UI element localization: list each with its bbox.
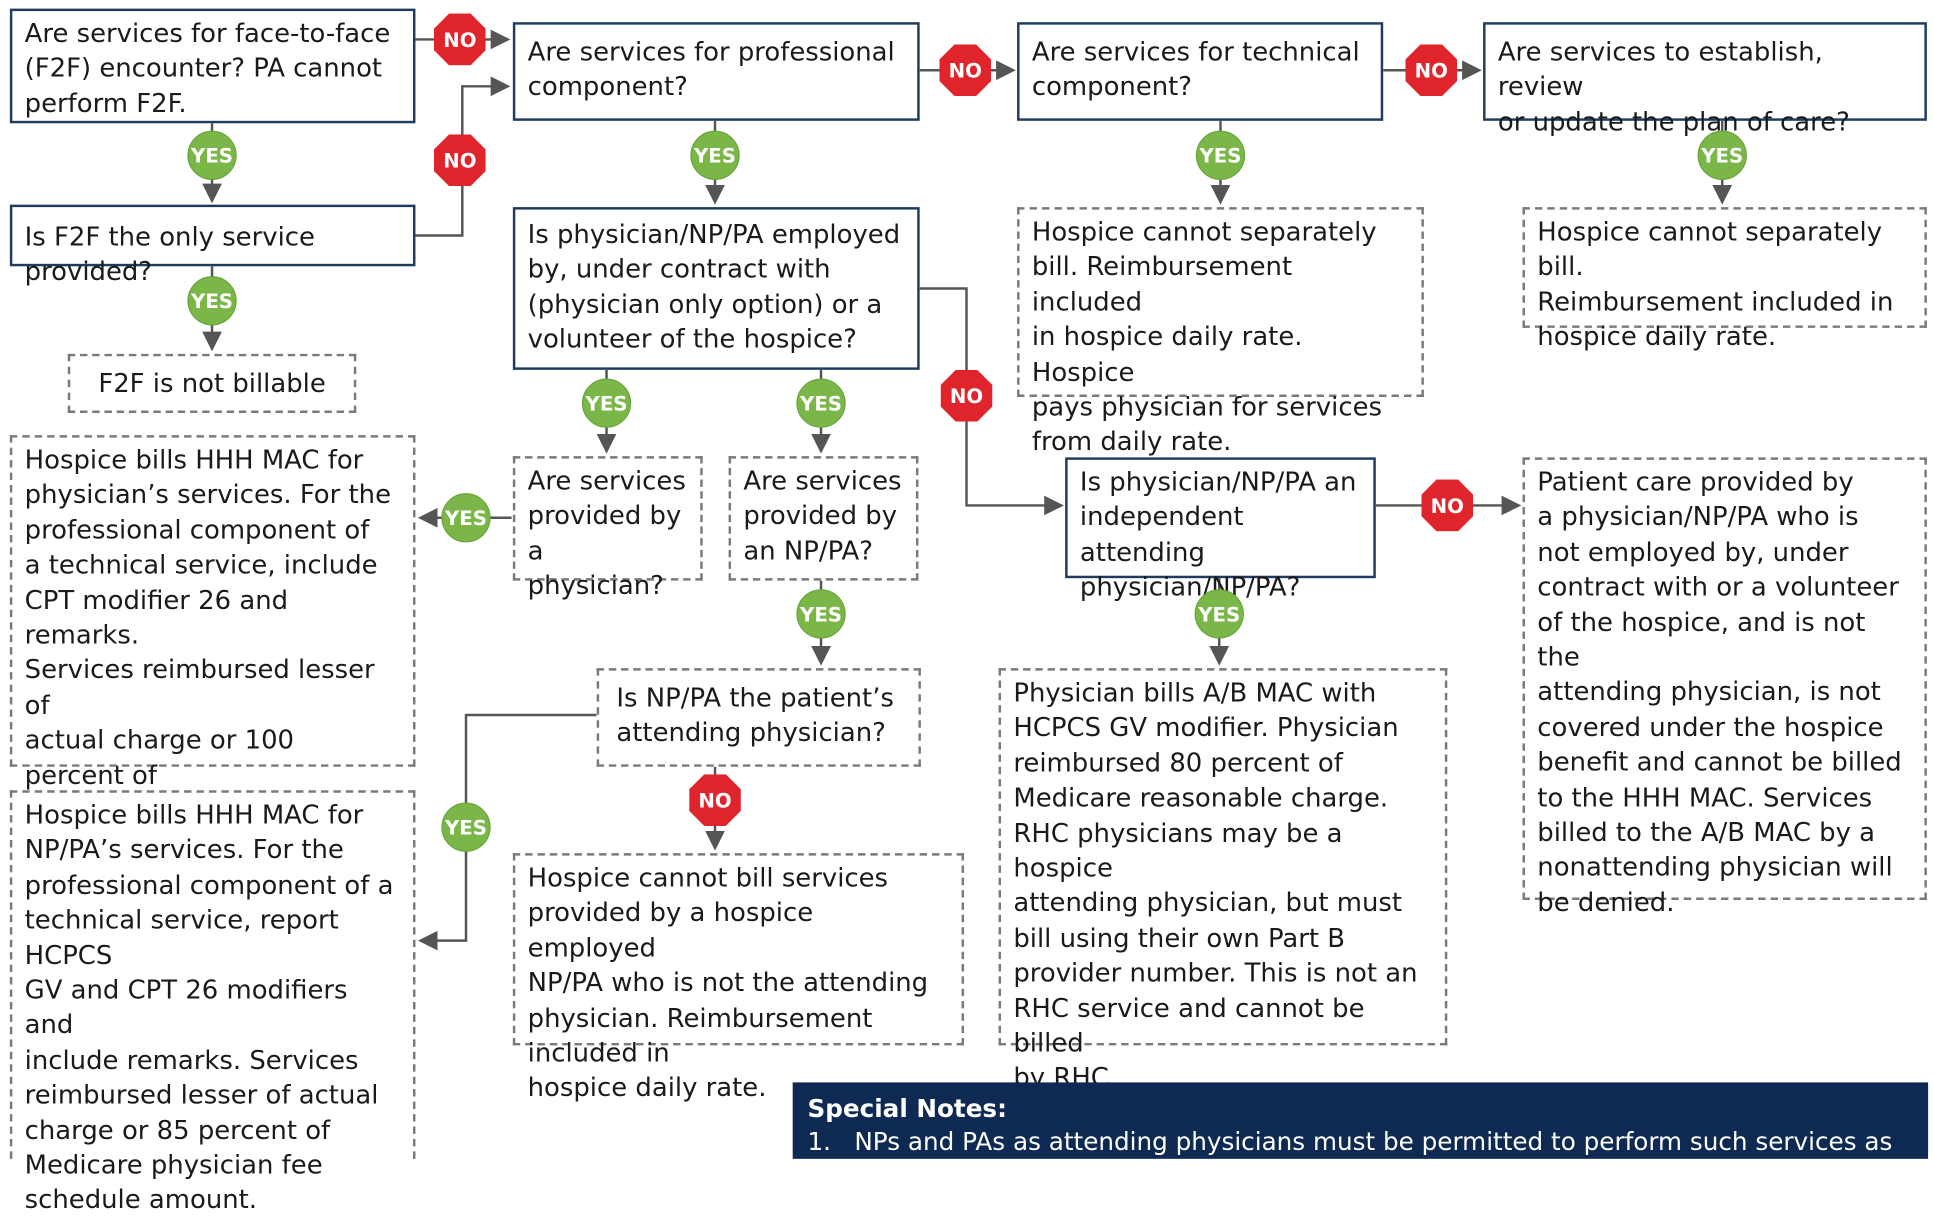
- result-plan-of-care-daily-rate: Hospice cannot separately bill. Reimburs…: [1522, 207, 1927, 352]
- hospice-billing-flowchart: Are services for face-to-face (F2F) enco…: [9, 8, 1929, 1215]
- question-independent-attending: Is physician/NP/PA an independent attend…: [1065, 457, 1376, 602]
- special-notes-title: Special Notes:: [807, 1093, 1007, 1124]
- yes-badge: YES: [796, 378, 846, 428]
- result-np-pa-not-attending: Hospice cannot bill services provided by…: [512, 853, 965, 1103]
- special-notes-item: 1. NPs and PAs as attending physicians mu…: [807, 1126, 1913, 1159]
- result-not-covered: Patient care provided by a physician/NP/…: [1522, 457, 1927, 917]
- no-badge: NO: [1405, 44, 1458, 97]
- no-badge: NO: [939, 44, 992, 97]
- question-provided-by-np-pa: Are services provided by an NP/PA?: [728, 456, 919, 581]
- yes-badge: YES: [1697, 130, 1747, 180]
- yes-badge: YES: [1195, 130, 1246, 180]
- result-technical-daily-rate: Hospice cannot separately bill. Reimburs…: [1017, 207, 1424, 457]
- yes-badge: YES: [187, 130, 237, 180]
- no-badge: NO: [689, 774, 741, 826]
- question-f2f-encounter: Are services for face-to-face (F2F) enco…: [9, 8, 416, 124]
- special-notes-panel: Special Notes: 1. NPs and PAs as attendin…: [792, 1082, 1929, 1159]
- result-f2f-not-billable: F2F is not billable: [67, 353, 357, 413]
- question-plan-of-care: Are services to establish, review or upd…: [1483, 22, 1927, 137]
- question-provided-by-physician: Are services provided by a physician?: [512, 456, 703, 601]
- no-badge: NO: [1421, 479, 1474, 532]
- yes-badge: YES: [690, 130, 740, 180]
- yes-badge: YES: [1194, 589, 1244, 639]
- result-physician-bills-ab-mac: Physician bills A/B MAC with HCPCS GV mo…: [998, 668, 1448, 1093]
- no-badge: NO: [433, 134, 486, 187]
- special-notes-item-text: NPs and PAs as attending physicians must…: [854, 1126, 1893, 1157]
- yes-badge: YES: [441, 493, 491, 543]
- result-physician-bills-hhh-mac: Hospice bills HHH MAC for physician’s se…: [9, 435, 416, 895]
- question-employed-by-hospice: Is physician/NP/PA employed by, under co…: [512, 207, 920, 370]
- yes-badge: YES: [581, 378, 632, 428]
- no-badge: NO: [940, 369, 993, 422]
- no-badge: NO: [433, 13, 486, 66]
- yes-badge: YES: [187, 276, 237, 326]
- yes-badge: YES: [796, 589, 846, 639]
- yes-badge: YES: [441, 802, 491, 852]
- question-professional-component: Are services for professional component?: [512, 22, 920, 121]
- question-technical-component: Are services for technical component?: [1017, 22, 1384, 121]
- special-notes-item-number: 1.: [807, 1126, 832, 1157]
- question-f2f-only-service: Is F2F the only service provided?: [9, 204, 416, 287]
- result-np-pa-bills-hhh-mac: Hospice bills HHH MAC for NP/PA’s servic…: [9, 790, 416, 1215]
- question-np-pa-attending: Is NP/PA the patient’s attending physici…: [596, 668, 921, 767]
